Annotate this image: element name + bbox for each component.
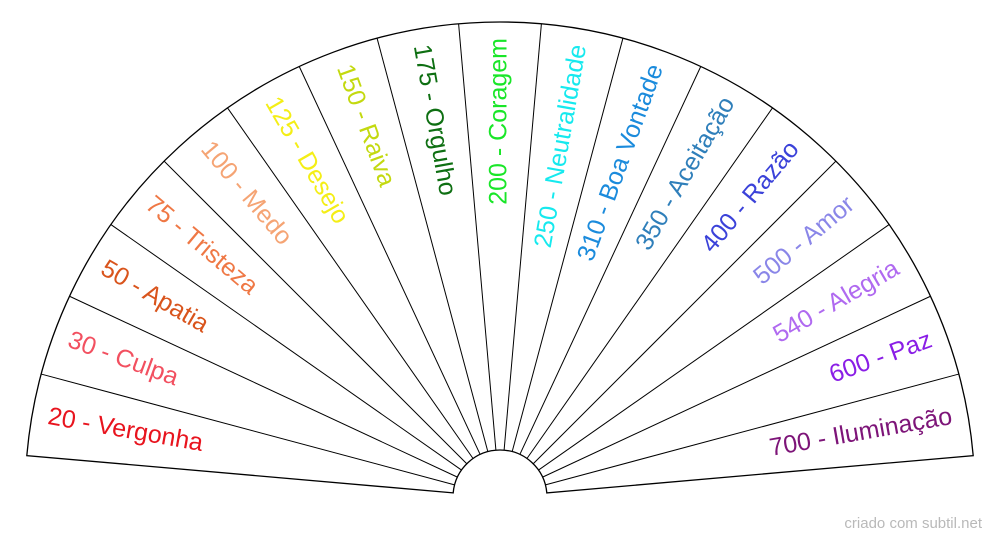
fan-divider-line [298, 66, 481, 455]
fan-divider-line [519, 66, 702, 455]
fan-divider-line [69, 295, 458, 478]
fan-divider-line [538, 224, 890, 471]
segment-label: 20 - Vergonha [46, 402, 206, 457]
segment-label: 700 - Iluminação [767, 402, 954, 462]
fan-outline [26, 21, 974, 494]
fan-divider-line [227, 107, 474, 459]
segment-label: 50 - Apatia [96, 254, 214, 338]
fan-divider-line [511, 38, 624, 452]
segment-label: 30 - Culpa [64, 326, 182, 392]
fan-divider-line [526, 107, 773, 459]
segment-label: 200 - Coragem [485, 38, 513, 205]
fan-divider-line [542, 295, 931, 478]
fan-divider-line [545, 373, 959, 486]
fan-divider-line [376, 38, 489, 452]
fan-divider-line [163, 160, 468, 465]
fan-divider-line [532, 160, 837, 465]
fan-divider-line [503, 23, 542, 451]
fan-divider-line [458, 23, 497, 451]
segment-label: 500 - Amor [748, 190, 860, 290]
segment-label: 600 - Paz [825, 326, 935, 389]
fan-segment-lines [26, 21, 974, 494]
credit-text: criado com subtil.net [844, 515, 982, 532]
fan-divider-line [110, 224, 462, 471]
segment-label: 175 - Orgulho [408, 42, 462, 197]
segment-label: 150 - Raiva [331, 60, 401, 190]
fan-divider-line [41, 373, 455, 486]
segment-label: 250 - Neutralidade [529, 42, 592, 249]
